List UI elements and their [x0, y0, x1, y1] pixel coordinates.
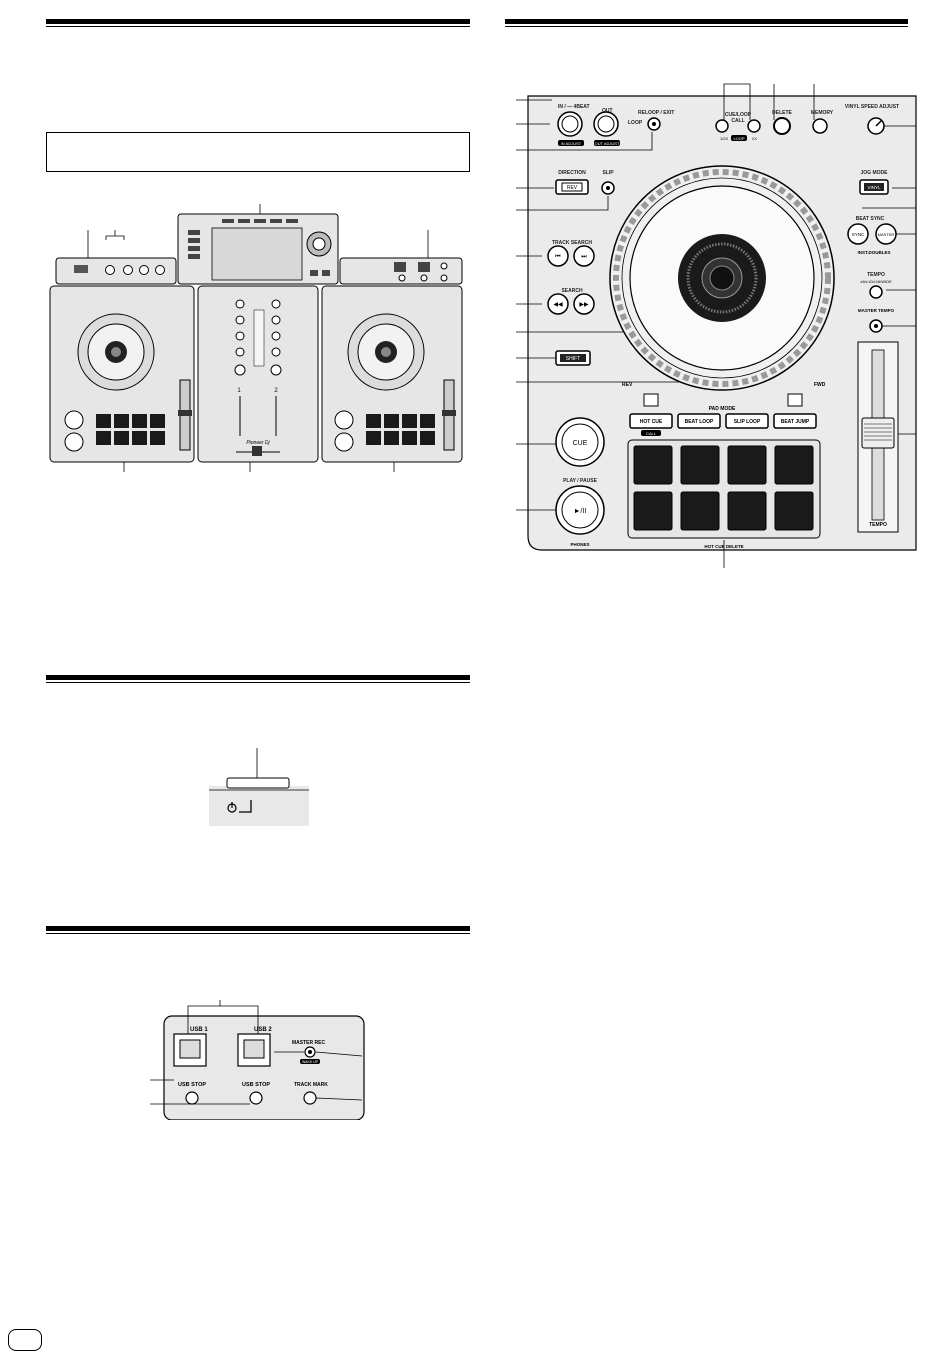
jog-fwd-label: FWD	[814, 382, 826, 388]
inst-doubles-label: INST.DOUBLES	[857, 250, 890, 255]
power-switch-illustration	[209, 748, 309, 826]
memory-label: MEMORY	[811, 110, 834, 116]
svg-text:⏭: ⏭	[581, 254, 587, 260]
rev-button-label: REV	[567, 185, 578, 191]
section-rule-power-thin	[46, 682, 470, 683]
track-search-label: TRACK SEARCH	[552, 240, 592, 246]
section-rule-top-right	[505, 19, 908, 24]
beat-loop-label: BEAT LOOP	[685, 419, 714, 425]
beat-sync-label: BEAT SYNC	[856, 216, 885, 222]
section-rule-top-left	[46, 19, 470, 24]
usb-panel-illustration: USB 1 USB 2 USB STOP USB STOP MASTER REC…	[150, 1000, 365, 1120]
svg-text:◀◀: ◀◀	[553, 302, 563, 308]
play-pause-label: PLAY / PAUSE	[563, 478, 597, 484]
half-label: 1/2X	[720, 136, 729, 141]
call-label: CALL	[731, 118, 744, 124]
usb1-label: USB 1	[190, 1027, 208, 1033]
svg-text:⏮: ⏮	[555, 254, 561, 260]
reloop-exit-label: RELOOP / EXIT	[638, 110, 674, 116]
search-label: SEARCH	[561, 288, 583, 294]
svg-text:▶▶: ▶▶	[579, 302, 589, 308]
mixer-ch1-label: 1	[237, 388, 241, 394]
play-button-label: ►/II	[574, 508, 587, 515]
master-rec-label: MASTER REC	[292, 1040, 325, 1046]
mixer-brand-logo: Pioneer Dj	[246, 440, 270, 446]
loop-in-label: IN / — 4BEAT	[558, 104, 590, 110]
tempo-range-label: ±6/±10/±16/WIDE	[860, 279, 892, 284]
loop-tag-label: LOOP	[733, 136, 744, 141]
jog-rev-label: REV	[622, 382, 633, 388]
track-mark-label: TRACK MARK	[294, 1082, 328, 1088]
beat-jump-label: BEAT JUMP	[781, 419, 810, 425]
section-rule-top-right-thin	[505, 26, 908, 27]
hot-cue-call-label: CALL	[646, 431, 657, 436]
delete-label: DELETE	[772, 110, 792, 116]
cue-loop-label: CUE/LOOP	[725, 112, 752, 118]
vinyl-speed-adjust-label: VINYL SPEED ADJUST	[845, 104, 899, 110]
out-adjust-label: OUT ADJUST	[595, 141, 620, 146]
loop-label: LOOP	[628, 120, 643, 126]
pad-mode-label: PAD MODE	[709, 406, 736, 412]
jog-mode-label: JOG MODE	[861, 170, 889, 176]
tempo-label: TEMPO	[867, 272, 885, 278]
mixer-ch2-label: 2	[274, 388, 278, 394]
section-rule-power	[46, 675, 470, 680]
slip-loop-label: SLIP LOOP	[734, 419, 761, 425]
sync-button-label: SYNC	[852, 232, 865, 237]
wake-up-label: WAKE UP	[302, 1060, 319, 1064]
hot-cue-delete-label: HOT CUE DELETE	[704, 544, 743, 549]
tempo-fader-label: TEMPO	[869, 522, 887, 528]
cue-button-label: CUE	[573, 440, 588, 447]
deck-detail-illustration: IN / — 4BEAT OUT RELOOP / EXIT LOOP IN A…	[516, 83, 917, 568]
section-rule-top-left-thin	[46, 26, 470, 27]
shift-button-label: SHIFT	[566, 356, 580, 362]
usb2-label: USB 2	[254, 1027, 272, 1033]
in-adjust-label: IN ADJUST	[561, 141, 582, 146]
slip-label: SLIP	[602, 170, 614, 176]
vinyl-button-label: VINYL	[867, 185, 881, 190]
section-rule-usb	[46, 926, 470, 931]
master-tempo-label: MASTER TEMPO	[858, 308, 895, 313]
direction-label: DIRECTION	[558, 170, 586, 176]
hot-cue-label: HOT CUE	[640, 419, 663, 425]
usb-stop-1-label: USB STOP	[178, 1082, 206, 1088]
unit-overview-illustration: 1 2 Pioneer Dj	[49, 204, 463, 472]
section-rule-usb-thin	[46, 933, 470, 934]
note-box	[46, 132, 470, 172]
loop-out-label: OUT	[602, 108, 613, 114]
master-button-label: MASTER	[878, 232, 895, 237]
double-label: 2X	[752, 136, 757, 141]
language-badge	[8, 1329, 42, 1351]
phones-label: PHONES	[570, 542, 589, 547]
usb-stop-2-label: USB STOP	[242, 1082, 270, 1088]
